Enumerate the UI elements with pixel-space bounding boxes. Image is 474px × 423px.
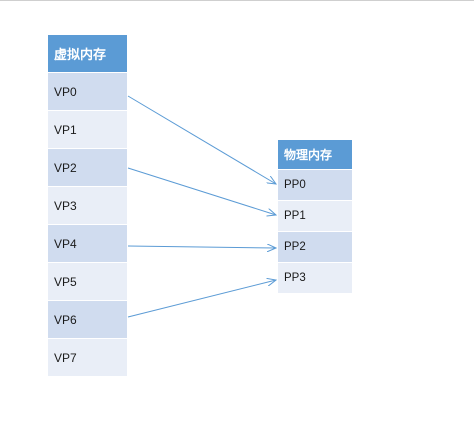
virtual-memory-table: 虚拟内存 VP0 VP1 VP2 VP3 VP4 VP5 VP6 VP7 bbox=[48, 35, 127, 376]
mapping-arrow-vp2-pp1 bbox=[127, 167, 276, 215]
physical-page-cell: PP2 bbox=[278, 231, 352, 262]
physical-page-cell: PP1 bbox=[278, 200, 352, 231]
virtual-memory-header: 虚拟内存 bbox=[48, 35, 127, 72]
virtual-page-cell: VP5 bbox=[48, 262, 127, 300]
virtual-page-cell: VP6 bbox=[48, 300, 127, 338]
virtual-page-cell: VP2 bbox=[48, 148, 127, 186]
virtual-page-cell: VP3 bbox=[48, 186, 127, 224]
physical-memory-table: 物理内存 PP0 PP1 PP2 PP3 bbox=[278, 140, 352, 293]
virtual-page-cell: VP7 bbox=[48, 338, 127, 376]
virtual-page-cell: VP4 bbox=[48, 224, 127, 262]
virtual-page-cell: VP1 bbox=[48, 110, 127, 148]
mapping-arrow-vp6-pp3 bbox=[127, 280, 276, 318]
virtual-page-cell: VP0 bbox=[48, 72, 127, 110]
physical-memory-header: 物理内存 bbox=[278, 140, 352, 169]
top-border-line bbox=[0, 0, 474, 1]
physical-page-cell: PP3 bbox=[278, 262, 352, 293]
mapping-arrow-vp0-pp0 bbox=[127, 95, 276, 184]
physical-page-cell: PP0 bbox=[278, 169, 352, 200]
mapping-arrow-vp4-pp2 bbox=[127, 246, 276, 248]
